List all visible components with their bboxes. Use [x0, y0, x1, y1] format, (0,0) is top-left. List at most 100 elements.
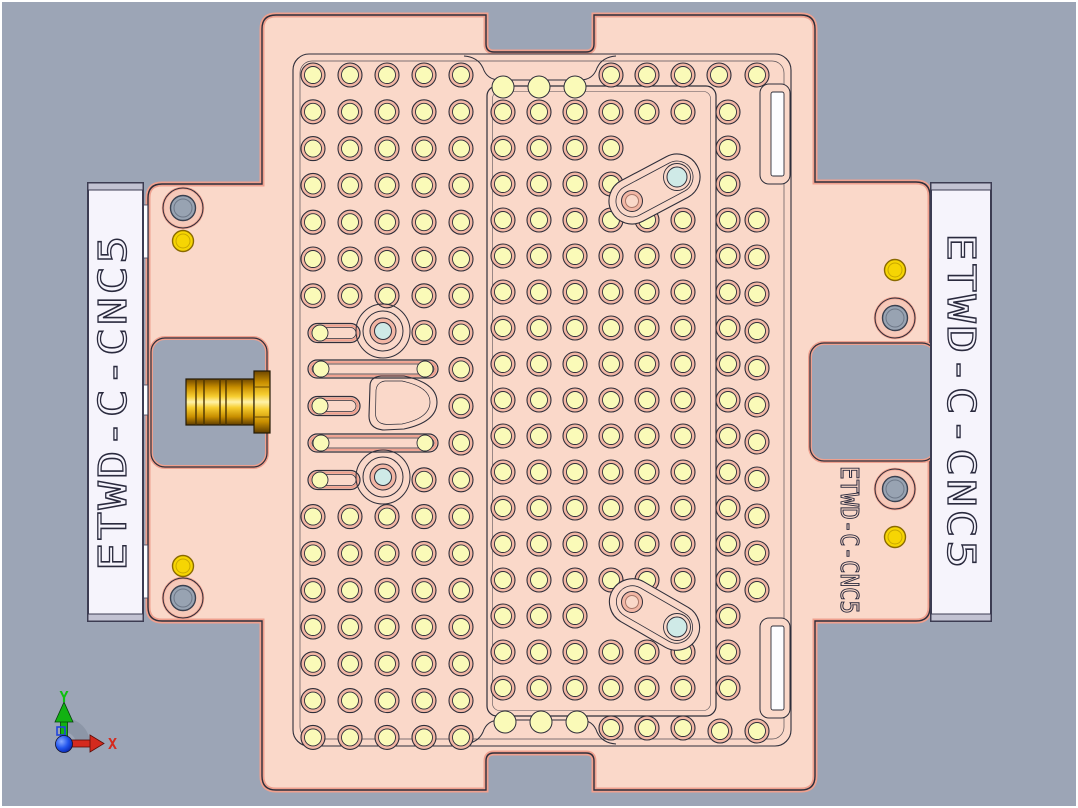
hole-bore	[304, 139, 322, 158]
hole-bore	[719, 283, 737, 301]
hole-bore	[452, 581, 470, 600]
hole-bore	[674, 391, 692, 409]
slot-pin	[311, 471, 329, 489]
hole-bore	[674, 319, 692, 337]
hole-bore	[530, 427, 548, 445]
hole-bore	[638, 103, 656, 121]
hole-bore	[566, 643, 584, 661]
hole-bore	[748, 359, 766, 377]
hole-bore	[748, 211, 766, 229]
hole-bore	[378, 102, 396, 121]
wing-pin-ring	[175, 558, 191, 574]
hole-bore	[719, 607, 737, 625]
hole-bore	[494, 499, 512, 517]
hole-bore	[341, 176, 359, 195]
edge-circle	[529, 710, 553, 734]
hole-bore	[719, 679, 737, 697]
hole-bore	[530, 679, 548, 697]
hole-bore	[719, 571, 737, 589]
engraved-part-number: ETWD-C-CNC5	[835, 466, 864, 614]
left-rail-bottom-cap	[87, 613, 144, 622]
hole-bore	[494, 427, 512, 445]
right-rail-label: ETWD-C-CNC5	[939, 233, 983, 571]
hole-bore	[341, 581, 359, 600]
hole-bore	[341, 286, 359, 305]
right-rail-top-cap	[930, 182, 992, 191]
hole-bore	[494, 139, 512, 157]
hole-bore	[415, 470, 433, 489]
hole-bore	[530, 499, 548, 517]
hole-bore	[638, 319, 656, 337]
hole-bore	[748, 544, 766, 562]
hole-bore	[452, 397, 470, 416]
hole-bore	[602, 247, 620, 265]
hole-bore	[602, 139, 620, 157]
hole-bore	[674, 247, 692, 265]
hole-bore	[341, 654, 359, 673]
hole-bore	[530, 283, 548, 301]
hole-bore	[530, 463, 548, 481]
hole-bore	[530, 571, 548, 589]
hole-bore	[674, 719, 692, 737]
slot-pin	[416, 360, 434, 378]
hole-bore	[304, 581, 322, 600]
hole-bore	[341, 139, 359, 158]
machined-slots	[307, 322, 439, 491]
hole-bore	[304, 102, 322, 121]
hole-bore	[566, 607, 584, 625]
hole-bore	[674, 427, 692, 445]
slot-edge-band	[309, 361, 437, 377]
hole-bore	[494, 643, 512, 661]
hole-bore	[378, 250, 396, 268]
left-rail: ETWD-C-CNC5	[87, 182, 144, 622]
hole-bore	[566, 679, 584, 697]
slot-pin	[312, 434, 330, 452]
hole-bore	[378, 654, 396, 673]
hole-bore	[415, 691, 433, 710]
hole-bore	[638, 463, 656, 481]
hole-bore	[566, 571, 584, 589]
hole-bore	[748, 433, 766, 451]
right-wing-cutout	[808, 341, 938, 463]
hole-bore	[452, 728, 470, 747]
hole-bore	[566, 283, 584, 301]
hole-bore	[378, 544, 396, 563]
slot-pin	[311, 324, 329, 342]
hole-bore	[748, 581, 766, 599]
hole-bore	[452, 360, 470, 379]
hole-bore	[530, 643, 548, 661]
hole-bore	[452, 139, 470, 158]
hole-bore	[530, 103, 548, 121]
hole-bore	[341, 213, 359, 232]
hole-bore	[304, 66, 322, 84]
hole-bore	[304, 507, 322, 526]
hole-bore	[341, 507, 359, 526]
hole-bore	[638, 535, 656, 553]
locator-pin-cyan	[374, 322, 392, 340]
slot-pin	[311, 397, 329, 415]
hole-bore	[530, 607, 548, 625]
hole-bore	[710, 66, 728, 84]
hole-bore	[304, 544, 322, 563]
slot-inner-line	[311, 437, 435, 449]
hole-bore	[602, 319, 620, 337]
edge-circle	[493, 710, 517, 734]
hole-bore	[494, 463, 512, 481]
fitting-barb-ridges	[195, 379, 243, 425]
hole-bore	[566, 319, 584, 337]
hole-bore	[602, 643, 620, 661]
hole-bore	[415, 507, 433, 526]
hole-bore	[415, 139, 433, 158]
pocket-boundary-inner	[299, 60, 785, 740]
hole-bore	[638, 427, 656, 445]
hole-bore	[530, 247, 548, 265]
hole-bore	[452, 507, 470, 526]
angled-slot-pin-cyan	[666, 166, 688, 188]
hole-bore	[304, 213, 322, 232]
hole-bore	[711, 722, 729, 740]
slot-pin	[312, 360, 330, 378]
hole-bore	[602, 391, 620, 409]
hole-bore	[415, 581, 433, 600]
